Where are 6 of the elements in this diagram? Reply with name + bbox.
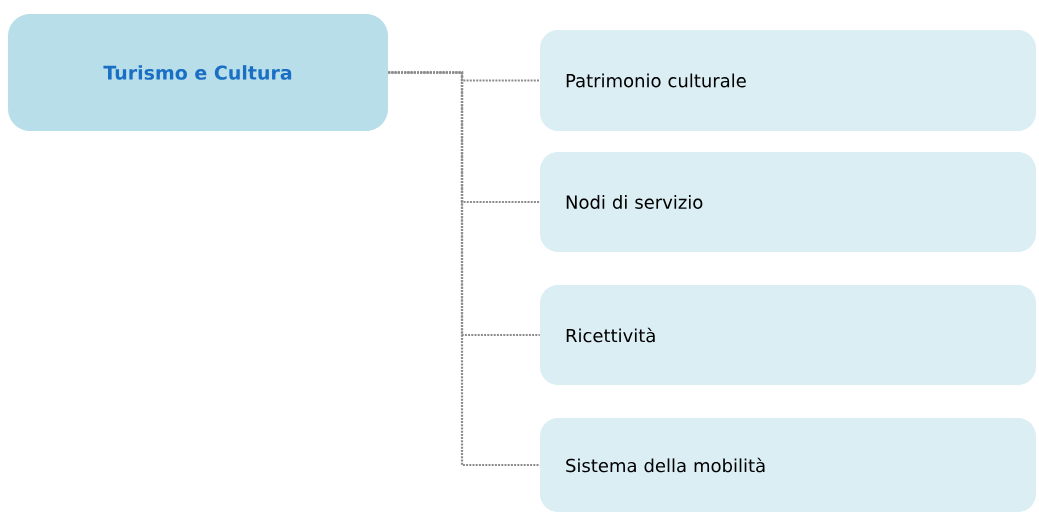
subtopic-box: Ricettività xyxy=(540,285,1036,385)
topic-box: Turismo e Cultura xyxy=(8,14,388,131)
subtopic-box: Nodi di servizio xyxy=(540,152,1036,252)
subtopic-box: Sistema della mobilità xyxy=(540,418,1036,512)
subtopic-box: Patrimonio culturale xyxy=(540,30,1036,131)
connector xyxy=(388,71,540,467)
